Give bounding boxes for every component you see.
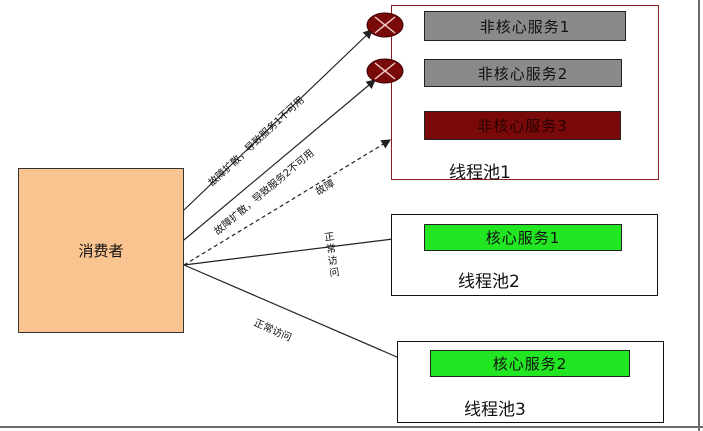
core-service-1: 核心服务1 bbox=[424, 224, 622, 251]
noncore-service-3: 非核心服务3 bbox=[424, 111, 621, 140]
thread-pool-1-label: 线程池1 bbox=[449, 163, 511, 183]
edge-label-fault: 故障 bbox=[314, 178, 337, 198]
frame-border-bottom bbox=[0, 426, 703, 428]
core-service-1-label: 核心服务1 bbox=[485, 229, 561, 247]
consumer-box: 消费者 bbox=[18, 168, 184, 333]
noncore-service-2-label: 非核心服务2 bbox=[477, 64, 569, 83]
noncore-service-2: 非核心服务2 bbox=[424, 59, 622, 87]
edge-label-normal-2: 正常访问 bbox=[251, 317, 293, 344]
core-service-2-label: 核心服务2 bbox=[492, 355, 568, 373]
consumer-label: 消费者 bbox=[78, 242, 124, 260]
thread-pool-3-label: 线程池3 bbox=[464, 400, 526, 420]
fault-x-marker-icon bbox=[366, 58, 404, 84]
arrow-fail-service2 bbox=[183, 79, 376, 241]
noncore-service-1-label: 非核心服务1 bbox=[479, 17, 571, 36]
thread-pool-2-label: 线程池2 bbox=[458, 272, 520, 292]
noncore-service-3-label: 非核心服务3 bbox=[477, 117, 568, 135]
edge-label-normal-1: 正常访问 bbox=[323, 231, 341, 280]
fault-x-marker-icon bbox=[366, 12, 404, 38]
arrow-fault-service3 bbox=[183, 139, 392, 266]
arrow-normal-pool3 bbox=[183, 264, 422, 369]
core-service-2: 核心服务2 bbox=[430, 350, 630, 377]
arrow-normal-pool2 bbox=[183, 232, 419, 266]
noncore-service-1: 非核心服务1 bbox=[424, 11, 626, 41]
frame-border-right bbox=[698, 0, 700, 431]
